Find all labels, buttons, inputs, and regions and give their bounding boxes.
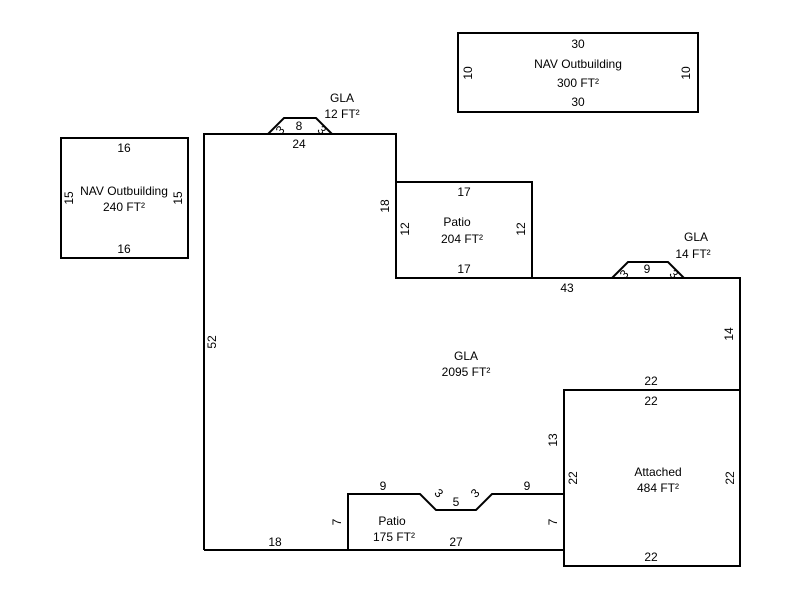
outbuilding-left-outline (60, 137, 189, 259)
outbuilding-left-dim-left: 15 (62, 191, 76, 205)
outbuilding-top-dim-bottom: 30 (571, 95, 585, 109)
gla-bump-top-name: GLA (330, 91, 354, 105)
patio-lower-dim-top-right: 9 (524, 479, 531, 493)
patio-upper-name: Patio (443, 215, 471, 229)
outbuilding-top-size: 300 FT² (557, 76, 599, 90)
attached-dim-bottom: 22 (644, 550, 658, 564)
outbuilding-left-dim-top: 16 (117, 141, 131, 155)
patio-upper-outline (396, 181, 533, 278)
patio-lower-dim-bottom: 27 (449, 535, 463, 549)
patio-upper-dim-top: 17 (457, 185, 471, 199)
patio-upper-dim-left: 12 (398, 222, 412, 236)
outbuilding-left-size: 240 FT² (103, 200, 145, 214)
attached-dim-top-inner: 22 (644, 394, 658, 408)
gla-bump-right-dim-width: 9 (644, 262, 651, 276)
gla-main-dim-left: 52 (205, 335, 219, 349)
attached-size: 484 FT² (637, 481, 679, 495)
gla-main-outline (203, 133, 741, 550)
outbuilding-top-name: NAV Outbuilding (534, 57, 622, 71)
gla-bump-right-name: GLA (684, 230, 708, 244)
gla-bump-top-dim-left: 3 (273, 123, 288, 138)
outbuilding-top-dim-top: 30 (571, 37, 585, 51)
attached-dim-left: 22 (566, 471, 580, 485)
outbuilding-top-dim-right: 10 (679, 66, 693, 80)
outbuilding-top-outline (457, 32, 699, 113)
gla-main-dim-top: 24 (292, 137, 306, 151)
gla-bump-top-size: 12 FT² (324, 107, 359, 121)
outbuilding-left-name: NAV Outbuilding (80, 184, 168, 198)
gla-bump-right-dim-left: 3 (617, 267, 632, 282)
gla-main-size: 2095 FT² (442, 365, 491, 379)
patio-lower-dim-notch-bottom: 5 (453, 495, 460, 509)
gla-bump-right-size: 14 FT² (675, 247, 710, 261)
gla-main-dim-attached-seg: 13 (546, 433, 560, 447)
gla-main-name: GLA (454, 349, 478, 363)
gla-main-dim-ledge: 43 (560, 281, 574, 295)
patio-lower-name: Patio (378, 514, 406, 528)
attached-dim-top-outer: 22 (644, 374, 658, 388)
attached-outline (563, 389, 741, 567)
outbuilding-top-dim-left: 10 (461, 66, 475, 80)
patio-lower-outline (347, 493, 564, 550)
gla-bump-top-outline (267, 117, 333, 135)
gla-main-dim-step: 18 (378, 199, 392, 213)
patio-lower-size: 175 FT² (373, 530, 415, 544)
gla-main-dim-bottom-left: 18 (268, 535, 282, 549)
patio-lower-dim-left: 7 (330, 518, 344, 525)
attached-name: Attached (634, 465, 681, 479)
patio-lower-dim-right: 7 (546, 518, 560, 525)
gla-main-dim-right: 14 (722, 327, 736, 341)
gla-bump-top-dim-width: 8 (296, 119, 303, 133)
patio-lower-dim-top-left: 9 (380, 479, 387, 493)
patio-upper-dim-bottom: 17 (457, 262, 471, 276)
outbuilding-left-dim-right: 15 (171, 191, 185, 205)
gla-bump-right-outline (611, 261, 685, 279)
outbuilding-left-dim-bottom: 16 (117, 242, 131, 256)
patio-lower-dim-notch-left: 3 (432, 486, 447, 501)
patio-upper-size: 204 FT² (441, 232, 483, 246)
patio-lower-dim-notch-right: 3 (468, 486, 483, 501)
attached-dim-right: 22 (723, 471, 737, 485)
patio-upper-dim-right: 12 (514, 222, 528, 236)
